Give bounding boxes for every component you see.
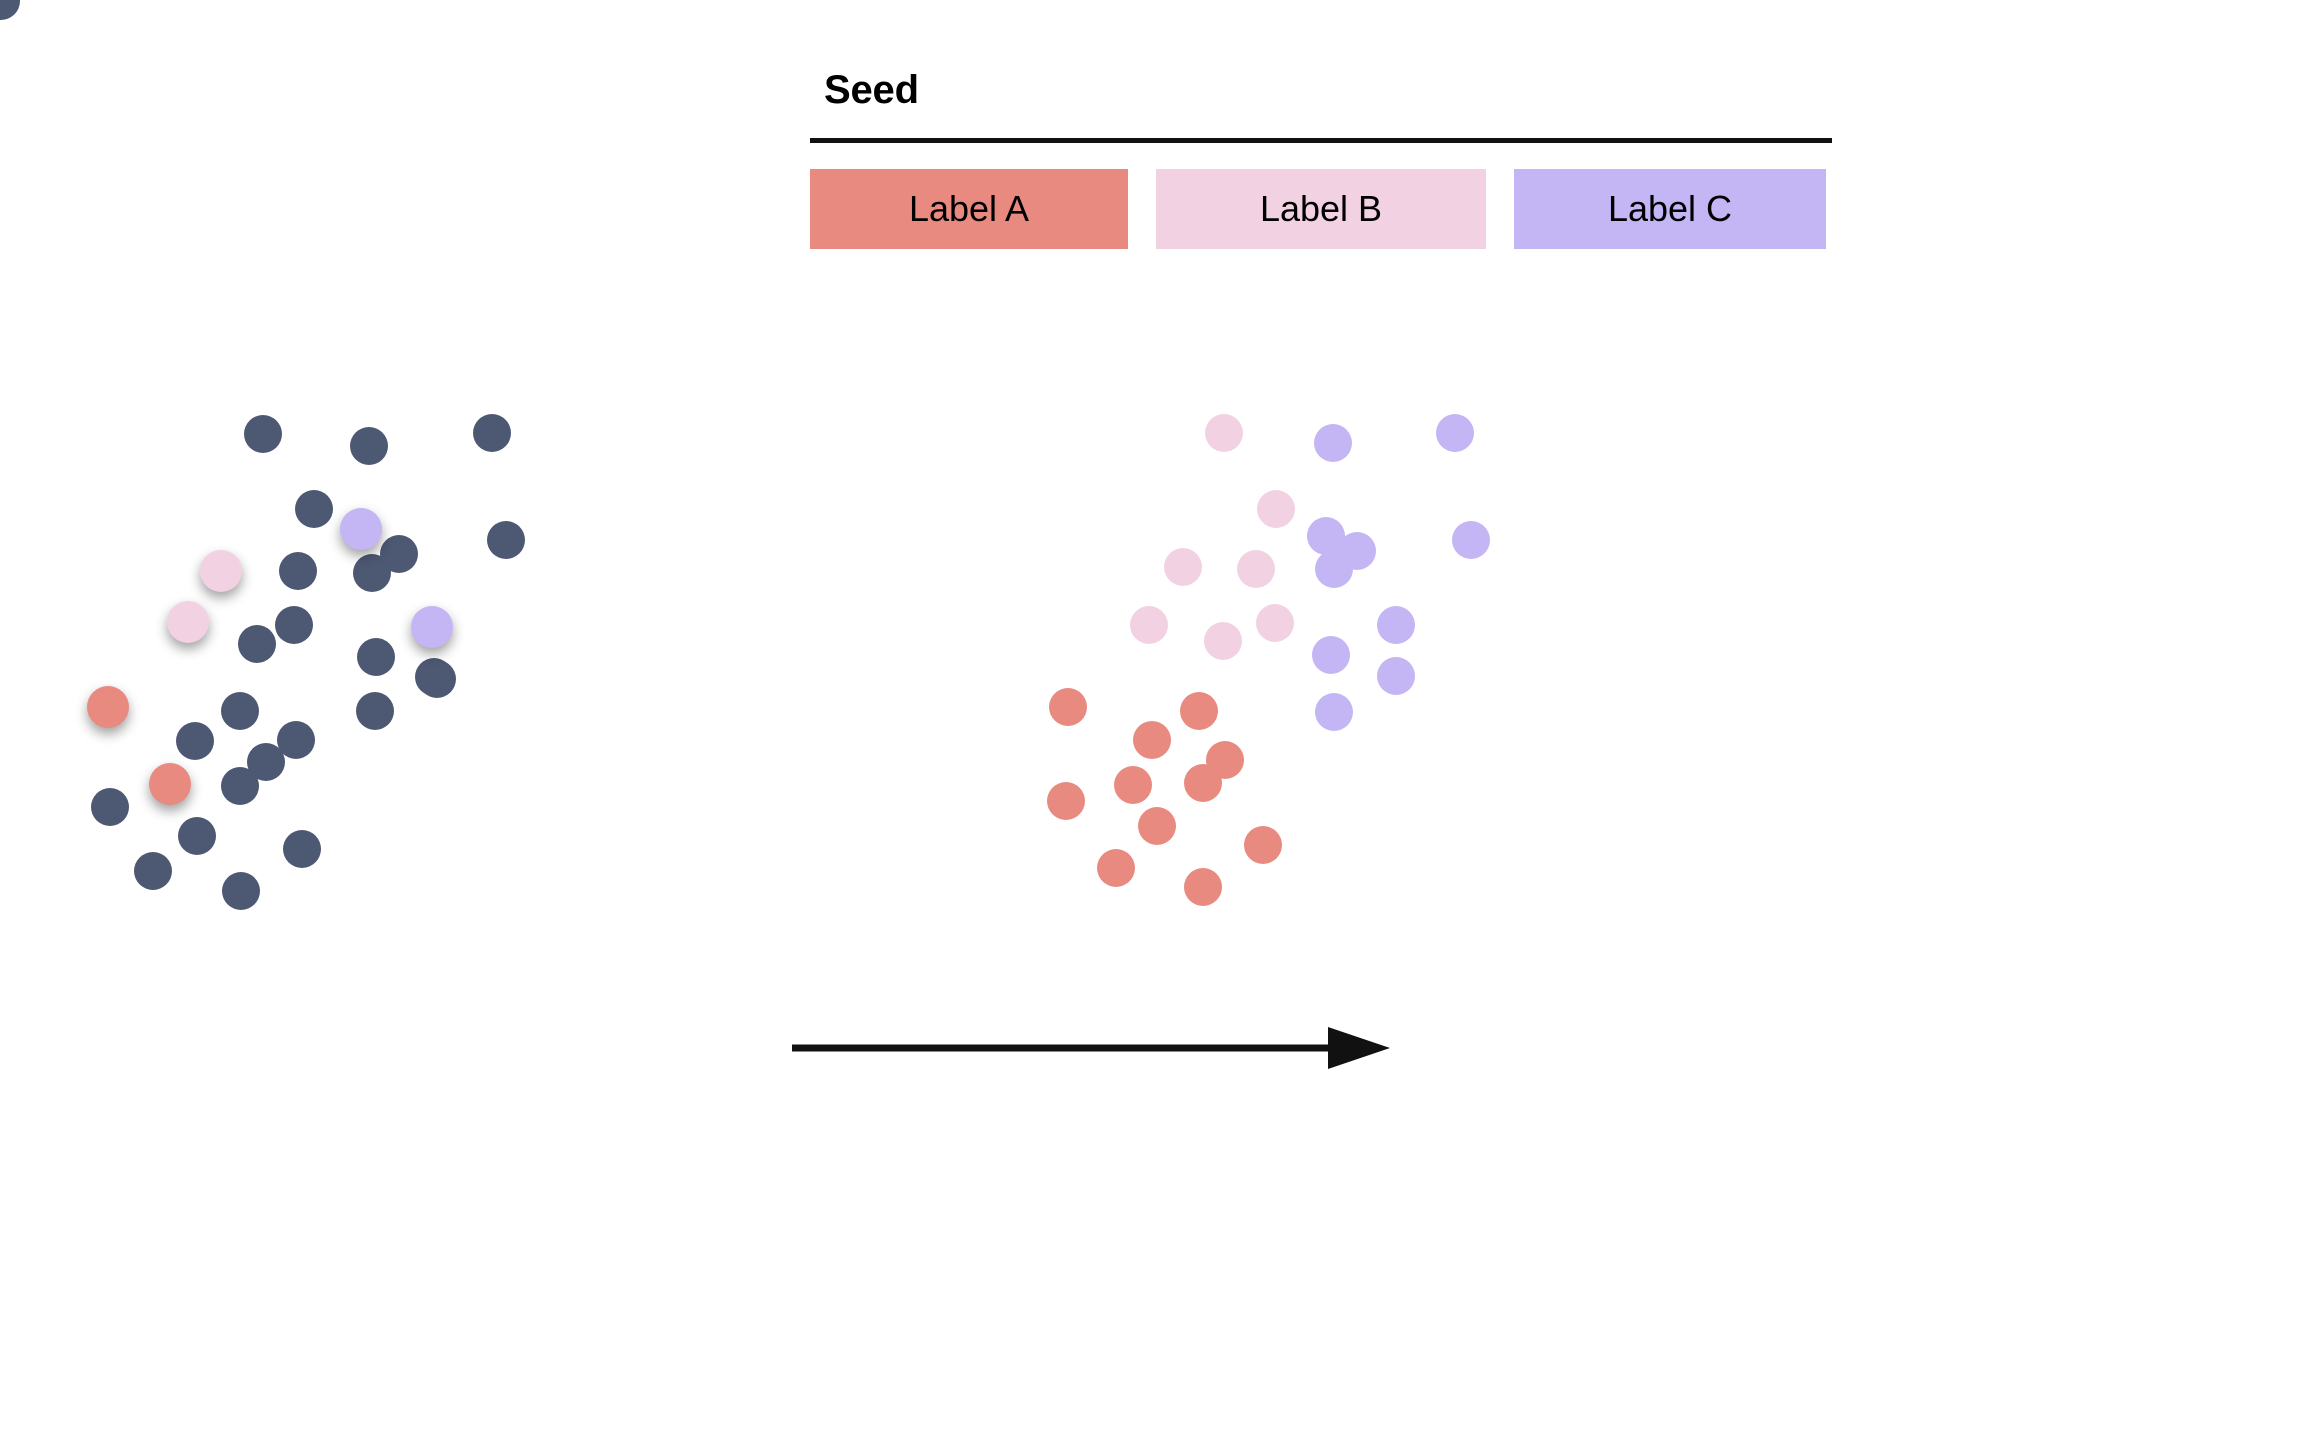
scatter-point [275, 606, 313, 644]
scatter-point [295, 490, 333, 528]
scatter-point [221, 692, 259, 730]
legend-swatch-label-a[interactable]: Label A [810, 169, 1128, 249]
scatter-point [238, 625, 276, 663]
scatter-point [1097, 849, 1135, 887]
propagation-arrow [780, 1015, 1400, 1095]
scatter-point [1180, 692, 1218, 730]
legend-swatch-label-b[interactable]: Label B [1156, 169, 1486, 249]
scatter-point [1315, 693, 1353, 731]
scatter-point [380, 535, 418, 573]
scatter-point [0, 0, 20, 20]
scatter-point [340, 508, 382, 550]
scatter-point [1315, 550, 1353, 588]
scatter-point [1452, 521, 1490, 559]
scatter-point [1312, 636, 1350, 674]
scatter-point [167, 601, 209, 643]
scatter-point [350, 427, 388, 465]
scatter-point [222, 872, 260, 910]
scatter-point [1184, 868, 1222, 906]
scatter-point [487, 521, 525, 559]
scatter-point [415, 658, 453, 696]
scatter-point [1130, 606, 1168, 644]
scatter-point [1204, 622, 1242, 660]
scatter-point [1257, 490, 1295, 528]
legend-title: Seed [824, 68, 919, 112]
scatter-point [1436, 414, 1474, 452]
legend: Seed Label A Label B Label C [810, 70, 1832, 249]
scatter-point [1184, 764, 1222, 802]
scatter-point [1164, 548, 1202, 586]
legend-swatch-label-c[interactable]: Label C [1514, 169, 1826, 249]
scatter-point [1377, 657, 1415, 695]
scatter-point [221, 767, 259, 805]
scatter-point [178, 817, 216, 855]
scatter-point [411, 606, 453, 648]
scatter-point [1114, 766, 1152, 804]
scatter-point [87, 686, 129, 728]
scatter-point [356, 692, 394, 730]
scatter-point [149, 763, 191, 805]
legend-swatch-row: Label A Label B Label C [810, 169, 1832, 249]
scatter-point [283, 830, 321, 868]
scatter-plot-after [1047, 0, 2314, 1434]
arrow-icon [792, 1027, 1390, 1069]
scatter-point [279, 552, 317, 590]
scatter-point [1314, 424, 1352, 462]
scatter-point [1047, 782, 1085, 820]
scatter-point [1377, 606, 1415, 644]
scatter-point [1244, 826, 1282, 864]
scatter-point [244, 415, 282, 453]
scatter-point [176, 722, 214, 760]
scatter-point [200, 550, 242, 592]
scatter-point [1237, 550, 1275, 588]
scatter-point [357, 638, 395, 676]
scatter-point [1256, 604, 1294, 642]
scatter-point [473, 414, 511, 452]
scatter-plot-before [0, 0, 800, 1434]
legend-divider [810, 138, 1832, 143]
scatter-point [1049, 688, 1087, 726]
scatter-point [277, 721, 315, 759]
scatter-point [134, 852, 172, 890]
scatter-point [1133, 721, 1171, 759]
scatter-point [91, 788, 129, 826]
scatter-point [1138, 807, 1176, 845]
scatter-point [1205, 414, 1243, 452]
